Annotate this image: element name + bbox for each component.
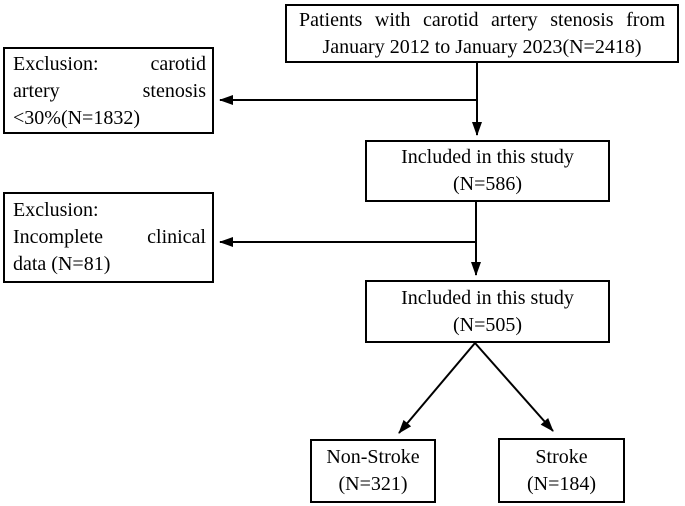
node-patients-source: Patients with carotid artery stenosis fr… (285, 4, 679, 63)
node-text-line: artery stenosis (13, 80, 206, 102)
node-exclusion-incomplete-data: Exclusion: Incomplete clinical data (N=8… (3, 192, 214, 283)
node-text-line: (N=505) (452, 313, 523, 336)
arrow-included505-to-non-stroke (398, 342, 476, 434)
node-text-line: January 2012 to January 2023(N=2418) (322, 35, 642, 58)
node-included-586: Included in this study (N=586) (365, 140, 610, 202)
node-text-line: Stroke (535, 445, 588, 468)
node-non-stroke: Non-Stroke (N=321) (310, 439, 436, 503)
node-text-line: (N=184) (526, 472, 597, 495)
node-text-line: (N=321) (338, 473, 408, 495)
node-text-line: (N=586) (452, 173, 523, 195)
node-text-line: Patients with carotid artery stenosis fr… (299, 8, 665, 31)
node-text-line: Exclusion: carotid (13, 53, 206, 75)
node-text-line: Non-Stroke (326, 446, 420, 468)
node-stroke: Stroke (N=184) (498, 438, 625, 503)
node-text-line: <30%(N=1832) (13, 107, 140, 129)
node-exclusion-stenosis: Exclusion: carotid artery stenosis <30%(… (3, 47, 214, 134)
node-text-line: data (N=81) (13, 253, 111, 275)
arrow-included505-to-stroke (474, 342, 554, 432)
node-text-line: Exclusion: (13, 199, 99, 221)
node-text-line: Included in this study (401, 286, 574, 309)
node-text-line: Included in this study (401, 146, 574, 168)
node-included-505: Included in this study (N=505) (365, 280, 610, 343)
node-text-line: Incomplete clinical (13, 226, 206, 248)
